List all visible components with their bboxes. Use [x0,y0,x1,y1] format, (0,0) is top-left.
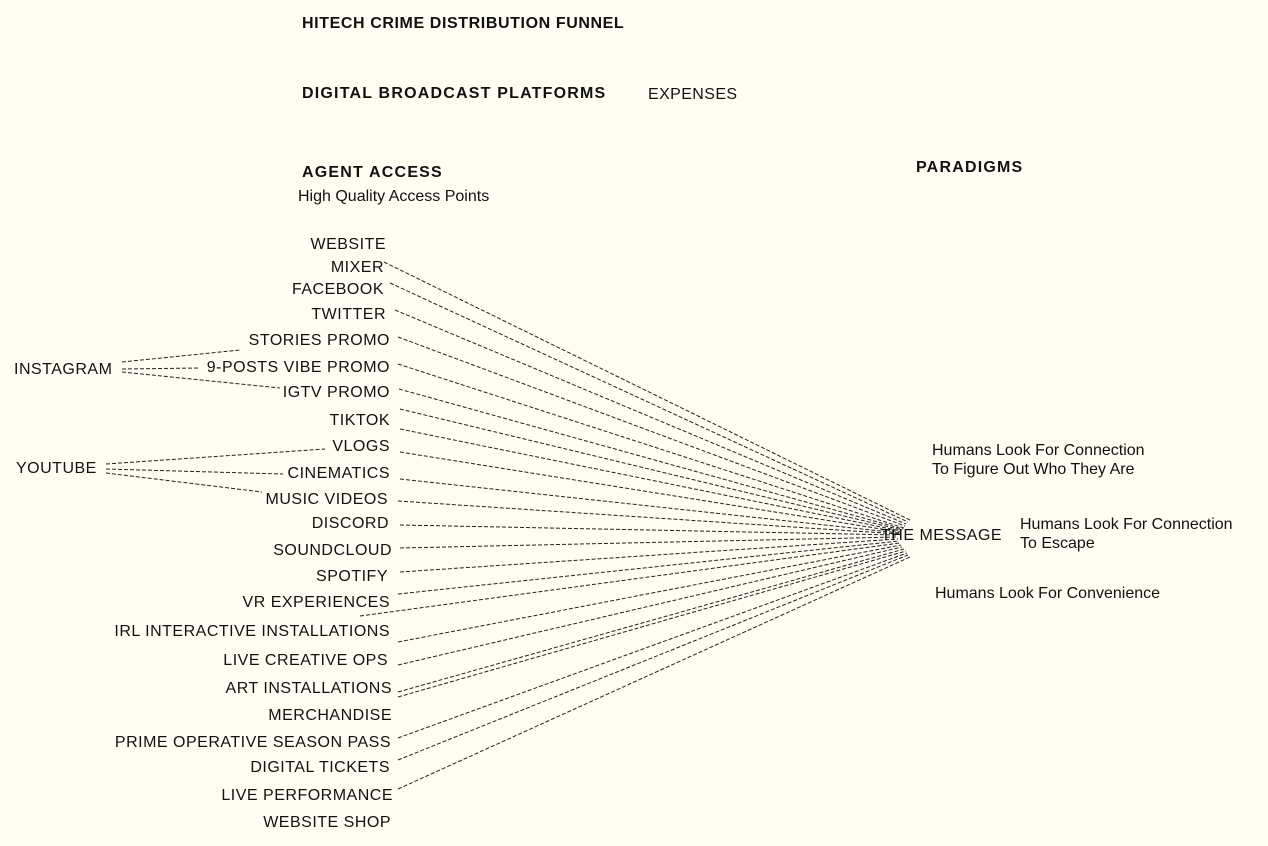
paradigm-item: Humans Look For Connection To Escape [1020,515,1233,553]
instagram-branch-line [121,371,281,389]
channel-node: DIGITAL TICKETS [250,759,390,776]
diagram-title: HITECH CRIME DISTRIBUTION FUNNEL [302,15,625,32]
channel-node: MUSIC VIDEOS [265,491,388,508]
funnel-line [399,451,901,533]
funnel-line [397,554,909,761]
channel-node: CINEMATICS [287,465,390,482]
funnel-line [397,544,902,643]
channel-node: TIKTOK [329,412,390,429]
paradigm-item: Humans Look For Convenience [935,584,1160,603]
platforms-heading: DIGITAL BROADCAST PLATFORMS [302,85,607,102]
funnel-line [399,428,902,532]
paradigm-line: To Escape [1020,535,1095,552]
youtube-branch-line [105,448,326,465]
funnel-line [359,542,901,617]
channel-node: WEBSITE SHOP [263,814,391,831]
agent-access-subheading: High Quality Access Points [298,188,490,205]
channel-node: LIVE CREATIVE OPS [223,652,388,669]
funnel-line [397,336,906,527]
funnel-line [397,363,905,529]
paradigm-line: Humans Look For Connection [932,442,1145,459]
funnel-line [398,388,904,530]
channel-node: WEBSITE [310,236,386,253]
paradigm-line: Humans Look For Convenience [935,585,1161,602]
channel-node: VR EXPERIENCES [242,594,390,611]
youtube-group-node: YOUTUBE [16,460,97,477]
paradigm-item: Humans Look For Connection To Figure Out… [932,441,1145,479]
channel-node: LIVE PERFORMANCE [221,787,393,804]
channel-node: SOUNDCLOUD [273,542,392,559]
funnel-line [383,261,911,521]
funnel-line [397,550,907,698]
channel-node: SPOTIFY [316,568,388,585]
expenses-label: EXPENSES [648,86,738,103]
funnel-line [399,536,899,549]
funnel-line [397,546,903,666]
channel-node: ART INSTALLATIONS [225,680,392,697]
paradigms-heading: PARADIGMS [916,159,1024,176]
channel-node: VLOGS [332,438,390,455]
instagram-branch-line [121,349,241,363]
channel-node: TWITTER [311,306,386,323]
youtube-branch-line [105,472,263,493]
funnel-line [399,408,903,531]
channel-node: IGTV PROMO [282,384,390,401]
channel-node: MIXER [330,259,384,276]
funnel-line [397,548,905,693]
funnel-line [389,282,909,523]
funnel-line [399,524,899,536]
funnel-line [399,478,900,534]
paradigm-line: Humans Look For Connection [1020,516,1233,533]
channel-node: STORIES PROMO [248,332,390,349]
funnel-line [397,552,908,739]
funnel-line [397,556,911,790]
channel-node: PRIME OPERATIVE SEASON PASS [114,734,391,751]
youtube-branch-line [105,468,284,475]
funnel-line [394,309,907,525]
channel-node: 9-POSTS VIBE PROMO [206,359,390,376]
funnel-line [399,538,899,573]
agent-access-heading: AGENT ACCESS [302,164,443,181]
channel-node: FACEBOOK [291,281,384,298]
channel-node: MERCHANDISE [268,707,392,724]
instagram-branch-line [121,367,201,370]
paradigm-line: To Figure Out Who They Are [932,461,1135,478]
channel-node: DISCORD [311,515,389,532]
channel-node: IRL INTERACTIVE INSTALLATIONS [114,623,390,640]
instagram-group-node: INSTAGRAM [14,361,113,378]
message-node: THE MESSAGE [881,527,1003,544]
